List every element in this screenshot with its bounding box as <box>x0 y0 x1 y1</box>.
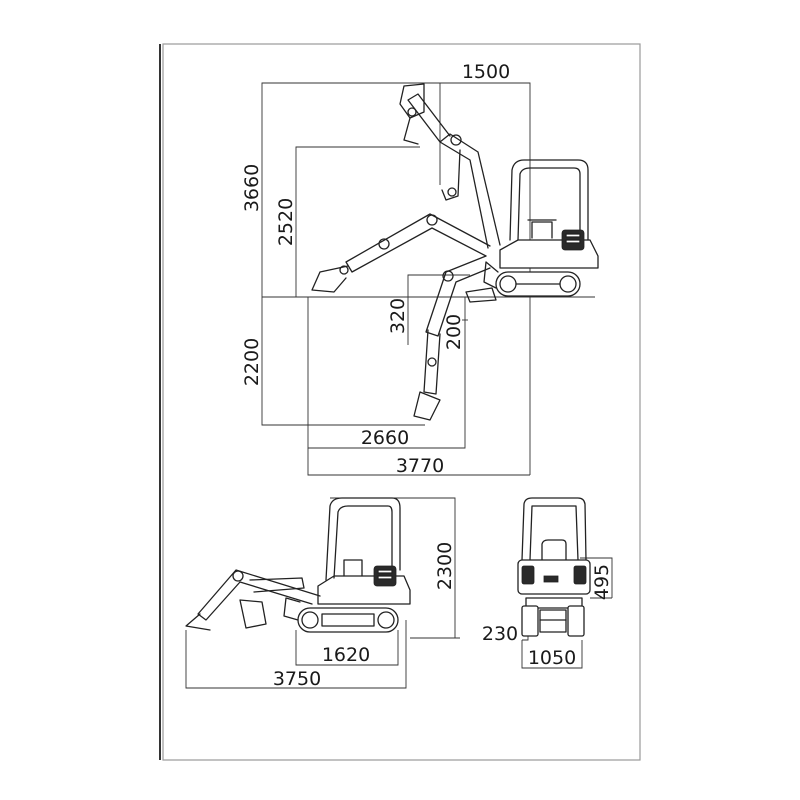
bucket-high <box>399 83 425 119</box>
label-max-dig-depth: 2200 <box>241 338 263 386</box>
working-range-view: 1500 3660 2520 2200 320 200 2660 3770 <box>241 61 599 477</box>
label-blade-lift-height: 320 <box>387 298 409 334</box>
label-overall-height: 2300 <box>434 542 456 590</box>
arm-mid <box>441 149 461 201</box>
dozer-blade-transport <box>283 597 301 621</box>
dim-line-min-swing-radius <box>307 297 466 449</box>
dim-line-overall-width <box>521 640 583 669</box>
boom-arm-positions <box>311 83 501 421</box>
working-range-dimension-lines <box>261 82 531 476</box>
center-frame-rear <box>539 609 567 633</box>
arm-folded <box>249 577 305 593</box>
canopy-frame <box>509 159 589 241</box>
page-frame <box>162 43 641 761</box>
arm-deep <box>423 329 441 395</box>
canopy-rear <box>521 497 587 561</box>
label-overall-width: 1050 <box>528 647 576 669</box>
dim-line-blade-lift <box>407 274 470 297</box>
label-blade-dig-depth: 200 <box>443 314 465 350</box>
dim-line-track-length <box>295 630 399 666</box>
label-min-swing-radius: 2660 <box>361 427 409 449</box>
dim-line-max-dump-height <box>295 146 420 297</box>
canopy-transport <box>325 497 401 581</box>
dozer-blade <box>483 261 499 289</box>
bucket-folded <box>239 599 267 629</box>
boom-folded <box>197 569 321 621</box>
label-counterweight-clearance: 495 <box>591 564 613 600</box>
label-transport-length: 3750 <box>273 668 321 690</box>
label-reach-top: 1500 <box>462 61 510 83</box>
label-max-dig-reach: 3770 <box>396 455 444 477</box>
boom-high <box>439 133 501 249</box>
arm-high <box>407 93 451 143</box>
rear-light-right <box>573 565 587 585</box>
label-track-shoe-width: 230 <box>482 623 518 645</box>
track-right-rear <box>567 605 585 637</box>
transport-side-view: 2300 1620 3750 <box>185 497 460 690</box>
boom-extended <box>345 213 491 273</box>
boom-deep <box>425 255 491 337</box>
dim-line-max-dig-reach <box>307 448 530 476</box>
dim-line-transport-length <box>185 620 407 689</box>
rear-badge <box>543 575 559 583</box>
bucket-deep <box>413 391 441 421</box>
label-max-dig-height: 3660 <box>241 164 263 212</box>
dim-line-max-dig-depth <box>261 297 425 426</box>
undercarriage-rear <box>525 597 583 609</box>
dim-line-counterweight-clearance <box>580 557 613 598</box>
track-transport <box>297 607 399 633</box>
operator-seat-rear <box>541 539 567 561</box>
dim-line-max-dig-height <box>261 82 440 297</box>
label-max-dump-height: 2520 <box>275 198 297 246</box>
rear-light-left <box>521 565 535 585</box>
blade-lowered <box>465 287 497 303</box>
track-left-rear <box>521 605 539 637</box>
excavator-side-working <box>483 159 599 297</box>
label-track-length: 1620 <box>322 644 370 666</box>
rear-view: 495 230 1050 <box>482 497 613 669</box>
bucket-extended <box>311 265 349 293</box>
operator-seat <box>531 221 553 239</box>
operator-seat-transport <box>343 559 363 577</box>
